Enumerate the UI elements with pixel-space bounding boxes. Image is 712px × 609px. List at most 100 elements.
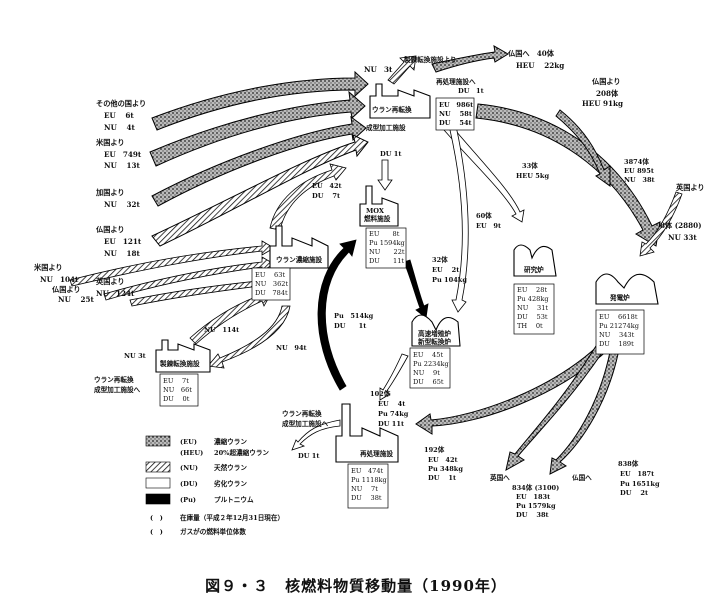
conv-list-0: EU 986t xyxy=(439,101,474,109)
eu-flow-arrows xyxy=(149,45,661,475)
uk-label: 英国より xyxy=(95,277,125,286)
others-line-1: NU 4t xyxy=(104,123,136,132)
usa-label: 米国より xyxy=(96,138,125,147)
to-uk-out-1: EU 183t xyxy=(516,493,551,501)
uk-top-line-0: 8体 (2880) xyxy=(660,221,702,230)
to-uk-out-0: 834体 (3100) xyxy=(512,483,559,492)
power-name: 発電炉 xyxy=(609,293,630,302)
mox-line-2: NU 22t xyxy=(369,248,405,256)
legend-swatch-nu xyxy=(145,461,171,473)
factory-icon xyxy=(335,403,399,463)
to-usa-label: 仏国へ 40体 xyxy=(508,49,555,58)
enrichment-name: ウラン濃縮施設 xyxy=(276,255,323,264)
to-france-out-label: 仏国へ xyxy=(572,473,592,482)
research-data-box xyxy=(513,283,555,335)
legend-text-4: プルトニウム xyxy=(214,495,254,504)
to-usa-line: HEU 22kg xyxy=(516,61,564,70)
figure-caption: 図９・３ 核燃料物質移動量（1990年） xyxy=(205,577,507,595)
to-france-out-2: Pu 1651kg xyxy=(620,480,660,488)
reconversion-data-box xyxy=(159,373,199,407)
reprocessing-name: 再処理施設 xyxy=(360,449,393,458)
legend-swatch-du xyxy=(145,477,171,489)
source-labels: NU 3t その他の国より EU 6t NU 4t 米国より EU 749t N… xyxy=(34,65,705,304)
fbr-to-reprocess-3: DU 11t xyxy=(378,420,405,428)
arrow-uk-in-power xyxy=(639,191,683,257)
research-line-4: TH 0t xyxy=(517,322,543,330)
arrow-france-in-heu xyxy=(555,109,611,187)
arrow-enrich-to-conversion xyxy=(269,163,347,231)
to-power-2: NU 38t xyxy=(624,176,656,184)
france-top-line-1: HEU 91kg xyxy=(582,99,623,108)
arrow-power-to-uk xyxy=(505,345,605,471)
conversion-name2: 成型加工施設 xyxy=(366,123,406,132)
legend-code-0: (EU) xyxy=(180,438,197,446)
legend-swatch-pu xyxy=(145,493,171,505)
facility-research: 研究炉 EU 28t Pu 428kg NU 31t DU 53t TH 0t xyxy=(513,244,557,335)
enrichment-line-0: EU 63t xyxy=(255,271,285,279)
fbr-line-1: Pu 2234kg xyxy=(413,360,450,368)
canada-line-0: NU 32t xyxy=(104,200,141,209)
power-line-2: NU 343t xyxy=(599,331,635,339)
france2-line-0: NU 25t xyxy=(58,295,95,304)
france2-label: 仏国より xyxy=(52,285,81,294)
mox-line-1: Pu 1594kg xyxy=(369,239,406,247)
arrow-mox-to-fbr xyxy=(403,259,429,319)
reprocessing-line-0: EU 474t xyxy=(351,467,384,475)
research-line-2: NU 31t xyxy=(517,304,548,312)
mox-to-fbr-2: Pu 104kg xyxy=(432,276,467,284)
arrow-conversion-to-fbr xyxy=(449,125,469,313)
power-to-reprocess-3: DU 1t xyxy=(428,474,457,482)
nu-flow-arrows xyxy=(69,55,683,369)
factory-icon xyxy=(369,83,431,119)
arrow-france-to-conversion xyxy=(151,134,369,247)
france-label: 仏国より xyxy=(96,225,125,234)
usa-line-1: NU 13t xyxy=(104,161,141,170)
power-data-box xyxy=(595,309,645,355)
reprocess-to-fab-label: ウラン再転換 xyxy=(282,409,322,418)
flow-labels: 製錬転換施設より 再処理施設へ DU 1t EU 986t NU 58t DU … xyxy=(94,49,660,519)
others-line-0: EU 6t xyxy=(104,111,134,120)
factory-icon xyxy=(269,225,329,269)
conversion-name: ウラン再転換 xyxy=(372,105,412,114)
mox-to-fbr-1: EU 2t xyxy=(432,266,460,274)
arrow-power-to-reprocessing xyxy=(415,339,613,435)
uk-top-line-1: NU 33t xyxy=(668,233,697,242)
to-reprocess-top-label: 再処理施設へ xyxy=(436,77,476,86)
to-france-out-3: DU 2t xyxy=(620,489,649,497)
arrow-reprocess-out-left xyxy=(291,419,341,451)
arrow-enrichment-to-reconversion xyxy=(207,305,291,369)
reconversion-line-0: EU 7t xyxy=(163,377,189,385)
fbr-name2: 新型転換炉 xyxy=(418,337,451,346)
france-top-label: 仏国より xyxy=(592,77,621,86)
legend-text-3: 劣化ウラン xyxy=(213,479,247,488)
fbr-to-reprocess-1: EU 4t xyxy=(378,400,406,408)
arrow-france2-to-enrichment xyxy=(103,256,275,301)
legend-text-0: 濃縮ウラン xyxy=(214,437,247,446)
arrow-top-nu-in xyxy=(387,55,417,85)
to-uk-out-3: DU 38t xyxy=(516,511,550,519)
uk-line-0: NU 124t xyxy=(96,289,135,298)
enrich-to-conv-1: DU 7t xyxy=(312,192,341,200)
arrow-usa2-to-enrichment xyxy=(69,240,275,287)
to-power-0: 3874体 xyxy=(624,157,649,166)
pu-from-reprocess-0: Pu 514kg xyxy=(334,312,374,320)
flow-diagram: ウラン再転換 成型加工施設 MOX 燃料施設 EU 8t Pu 1594kg N… xyxy=(34,45,705,536)
reconversion-line-1: NU 66t xyxy=(163,386,192,394)
nu-top-label: NU 3t xyxy=(364,65,393,74)
mox-to-fbr-0: 32体 xyxy=(432,255,448,264)
arrow-others-to-conversion xyxy=(151,70,369,131)
enrich-to-reconv: NU 94t xyxy=(276,344,308,352)
facility-power: 発電炉 EU 6618t Pu 21274kg NU 343t DU 189t xyxy=(595,273,659,355)
uk-top-label: 英国より xyxy=(675,183,705,192)
fbr-to-reprocess-2: Pu 74kg xyxy=(378,410,409,418)
to-power-1: EU 895t xyxy=(624,167,655,175)
to-fbr-small-0: 60体 xyxy=(476,211,492,220)
legend-text-1: 20%超濃縮ウラン xyxy=(214,448,269,457)
usa2-label: 米国より xyxy=(34,263,63,272)
arrow-conversion-to-power xyxy=(475,103,661,247)
research-line-3: DU 53t xyxy=(517,313,548,321)
legend-text-5: 在庫量（平成２年12月31日現在） xyxy=(180,513,284,522)
fbr-line-0: EU 45t xyxy=(413,351,443,359)
enrichment-line-1: NU 362t xyxy=(255,280,289,288)
facility-enrichment: ウラン濃縮施設 EU 63t NU 362t DU 784t xyxy=(251,225,329,301)
